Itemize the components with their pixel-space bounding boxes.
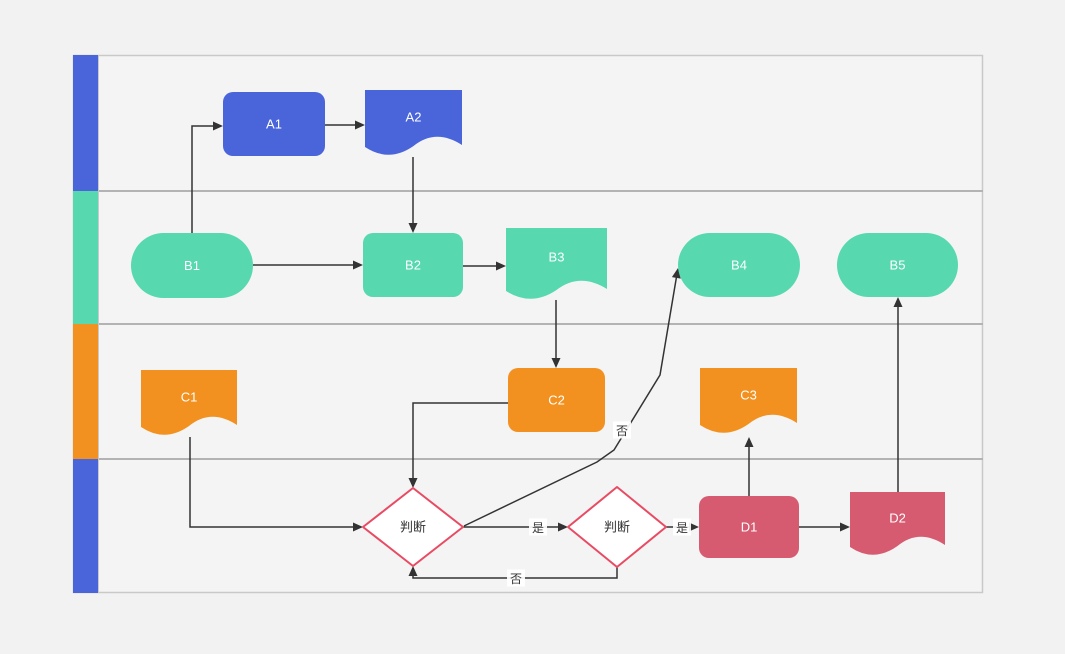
- node-C3[interactable]: C3: [700, 368, 797, 433]
- node-A2[interactable]: A2: [365, 90, 462, 155]
- node-label-A2: A2: [406, 109, 422, 124]
- node-shape-A2[interactable]: [365, 90, 462, 155]
- node-label-B4: B4: [731, 258, 747, 273]
- node-B1[interactable]: B1: [131, 233, 253, 298]
- node-D1[interactable]: D1: [699, 496, 799, 558]
- edge-A2-B2[interactable]: [408, 157, 418, 233]
- node-shape-D2[interactable]: [850, 492, 945, 555]
- node-C2[interactable]: C2: [508, 368, 605, 432]
- node-label-B5: B5: [890, 258, 906, 273]
- node-J2[interactable]: 判断: [567, 486, 667, 568]
- edge-label-J1-B4: 否: [616, 424, 628, 438]
- edge-D1-D2[interactable]: [799, 522, 850, 532]
- node-label-A1: A1: [266, 117, 282, 132]
- edge-D1-C3[interactable]: [744, 437, 754, 496]
- edge-line-J1-B4[interactable]: [463, 273, 678, 527]
- node-J1[interactable]: 判断: [362, 487, 464, 567]
- node-B3[interactable]: B3: [506, 228, 607, 299]
- node-label-D1: D1: [741, 520, 758, 535]
- arrowhead-icon: [353, 260, 363, 270]
- arrowhead-icon: [893, 297, 903, 307]
- edge-B1-B2[interactable]: [253, 260, 363, 270]
- node-C1[interactable]: C1: [141, 370, 237, 435]
- node-label-B3: B3: [549, 250, 565, 265]
- arrowhead-icon: [558, 522, 568, 532]
- arrowhead-icon: [689, 522, 699, 532]
- node-shape-B3[interactable]: [506, 228, 607, 299]
- node-label-D2: D2: [889, 511, 906, 526]
- lane-bar-1[interactable]: [73, 55, 98, 191]
- arrowhead-icon: [408, 478, 418, 488]
- node-label-C1: C1: [181, 389, 198, 404]
- node-B4[interactable]: B4: [678, 233, 800, 297]
- edge-line-C2-J1[interactable]: [412, 402, 508, 482]
- node-label-J1: 判断: [400, 520, 426, 535]
- arrowhead-icon: [408, 566, 418, 576]
- node-shape-J1[interactable]: [362, 487, 464, 567]
- lane-bar-2[interactable]: [73, 191, 98, 324]
- node-B5[interactable]: B5: [837, 233, 958, 297]
- edge-label-J2-J1: 否: [510, 572, 522, 586]
- node-shape-B2[interactable]: [363, 233, 463, 297]
- edge-line-C1-J1[interactable]: [189, 437, 357, 528]
- edge-line-B1-A1[interactable]: [191, 125, 217, 233]
- edge-label-J2-D1: 是: [676, 521, 688, 535]
- node-shape-B1[interactable]: [131, 233, 253, 298]
- edge-D2-B5[interactable]: [893, 297, 903, 492]
- arrowhead-icon: [496, 261, 506, 271]
- node-label-C2: C2: [548, 393, 565, 408]
- arrowhead-icon: [840, 522, 850, 532]
- edge-label-bg-J1-B4: [613, 421, 631, 439]
- arrowhead-icon: [744, 437, 754, 447]
- edge-label-bg-J1-J2: [529, 518, 547, 536]
- edge-label-bg-J2-J1: [507, 569, 525, 587]
- arrowhead-icon: [551, 358, 561, 368]
- arrowhead-icon: [353, 522, 363, 532]
- node-shape-D1[interactable]: [699, 496, 799, 558]
- edge-J1-B4[interactable]: 否: [463, 268, 681, 527]
- node-shape-A1[interactable]: [223, 92, 325, 156]
- node-label-J2: 判断: [604, 520, 630, 535]
- node-A1[interactable]: A1: [223, 92, 325, 156]
- edge-J2-D1[interactable]: 是: [666, 518, 699, 536]
- edge-C1-J1[interactable]: [189, 437, 363, 532]
- arrowhead-icon: [355, 120, 365, 130]
- node-shape-J2[interactable]: [567, 486, 667, 568]
- arrowhead-icon: [408, 223, 418, 233]
- edge-label-bg-J2-D1: [673, 518, 691, 536]
- node-shape-C3[interactable]: [700, 368, 797, 433]
- edge-B3-C2[interactable]: [551, 300, 561, 368]
- edge-B2-B3[interactable]: [463, 261, 506, 271]
- node-shape-B4[interactable]: [678, 233, 800, 297]
- node-label-C3: C3: [740, 387, 757, 402]
- edge-C2-J1[interactable]: [408, 402, 509, 488]
- node-shape-B5[interactable]: [837, 233, 958, 297]
- lane-bar-3[interactable]: [73, 324, 98, 459]
- node-D2[interactable]: D2: [850, 492, 945, 555]
- node-label-B1: B1: [184, 258, 200, 273]
- node-B2[interactable]: B2: [363, 233, 463, 297]
- edge-label-J1-J2: 是: [532, 521, 544, 535]
- edge-B1-A1[interactable]: [191, 121, 223, 234]
- edge-J2-J1[interactable]: 否: [408, 566, 618, 587]
- lane-bar-4[interactable]: [73, 459, 98, 593]
- edge-J1-J2[interactable]: 是: [463, 518, 568, 536]
- node-shape-C1[interactable]: [141, 370, 237, 435]
- node-label-B2: B2: [405, 258, 421, 273]
- node-shape-C2[interactable]: [508, 368, 605, 432]
- edge-A1-A2[interactable]: [325, 120, 365, 130]
- arrowhead-icon: [213, 121, 223, 131]
